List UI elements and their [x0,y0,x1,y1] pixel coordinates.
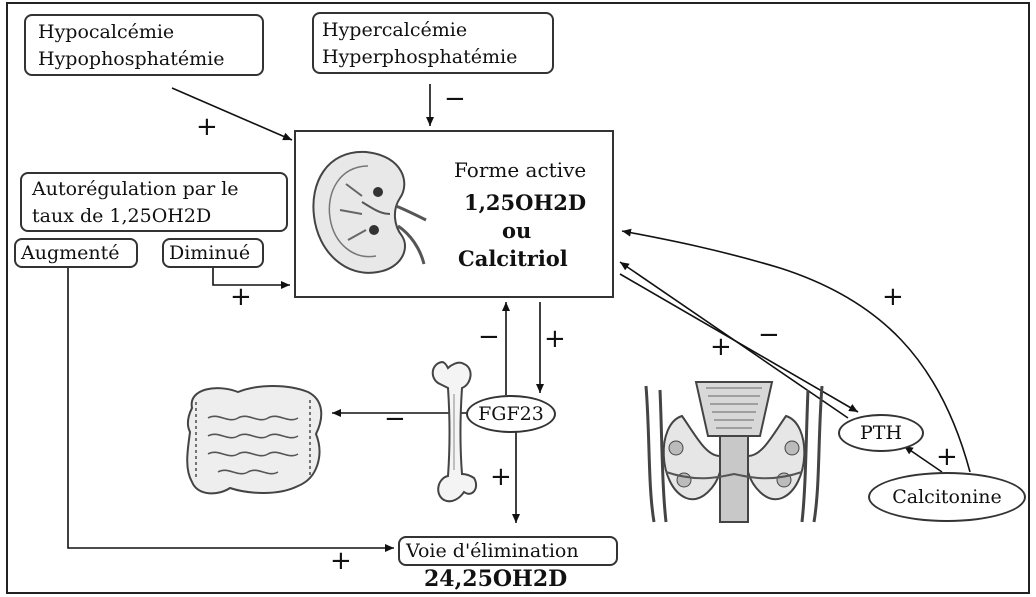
fgf23-label: FGF23 [478,403,544,425]
sign-active-to-fgf23: + [544,326,566,352]
voie-elimination-box: Voie d'élimination [398,536,618,566]
intestine-icon [178,378,328,502]
elimination-product: 24,25OH2D [424,566,567,592]
hypercalcemie-box: Hypercalcémie Hyperphosphatémie [312,12,554,74]
active-line2: 1,25OH2D [464,190,586,215]
sign-fgf23-to-voie: + [490,464,512,490]
arrow-hypo-to-active [172,88,292,140]
hyper-line1: Hypercalcémie [322,19,467,41]
autoreg-line1: Autorégulation par le [32,178,239,200]
sign-fgf23-to-active: − [478,324,500,350]
active-line3: ou [502,218,531,243]
augmente-label: Augmenté [21,242,120,264]
diminue-label: Diminué [169,242,250,264]
calcitonine-node: Calcitonine [868,472,1026,522]
augmente-box: Augmenté [14,238,138,268]
sign-calcitonine-to-pth: + [936,444,958,470]
bone-icon [426,358,482,504]
thyroid-icon [636,376,832,524]
autoreg-line2: taux de 1,25OH2D [32,205,211,227]
kidney-icon [306,144,436,284]
sign-pth-to-active: + [710,334,732,360]
hypo-line1: Hypocalcémie [38,21,174,43]
sign-calcitonine-to-active: + [882,284,904,310]
calcitonine-label: Calcitonine [892,486,1002,508]
hyper-line2: Hyperphosphatémie [322,46,517,68]
pth-label: PTH [860,422,902,444]
pth-node: PTH [838,414,924,452]
diminue-box: Diminué [162,238,264,268]
active-line4: Calcitriol [458,246,568,271]
sign-hyper-to-active: − [444,86,466,112]
hypocalcemie-box: Hypocalcémie Hypophosphatémie [24,14,264,76]
sign-diminue-to-active: + [230,284,252,310]
voie-label: Voie d'élimination [406,540,579,562]
fgf23-node: FGF23 [466,395,556,433]
hypo-line2: Hypophosphatémie [38,48,224,70]
sign-augmente-to-voie: + [330,548,352,574]
sign-active-to-pth: − [758,322,780,348]
sign-hypo-to-active: + [196,114,218,140]
sign-fgf23-to-intestine: − [384,406,406,432]
active-form-box: Forme active 1,25OH2D ou Calcitriol [294,130,614,298]
autoregulation-box: Autorégulation par le taux de 1,25OH2D [20,172,288,232]
active-line1: Forme active [454,158,586,182]
